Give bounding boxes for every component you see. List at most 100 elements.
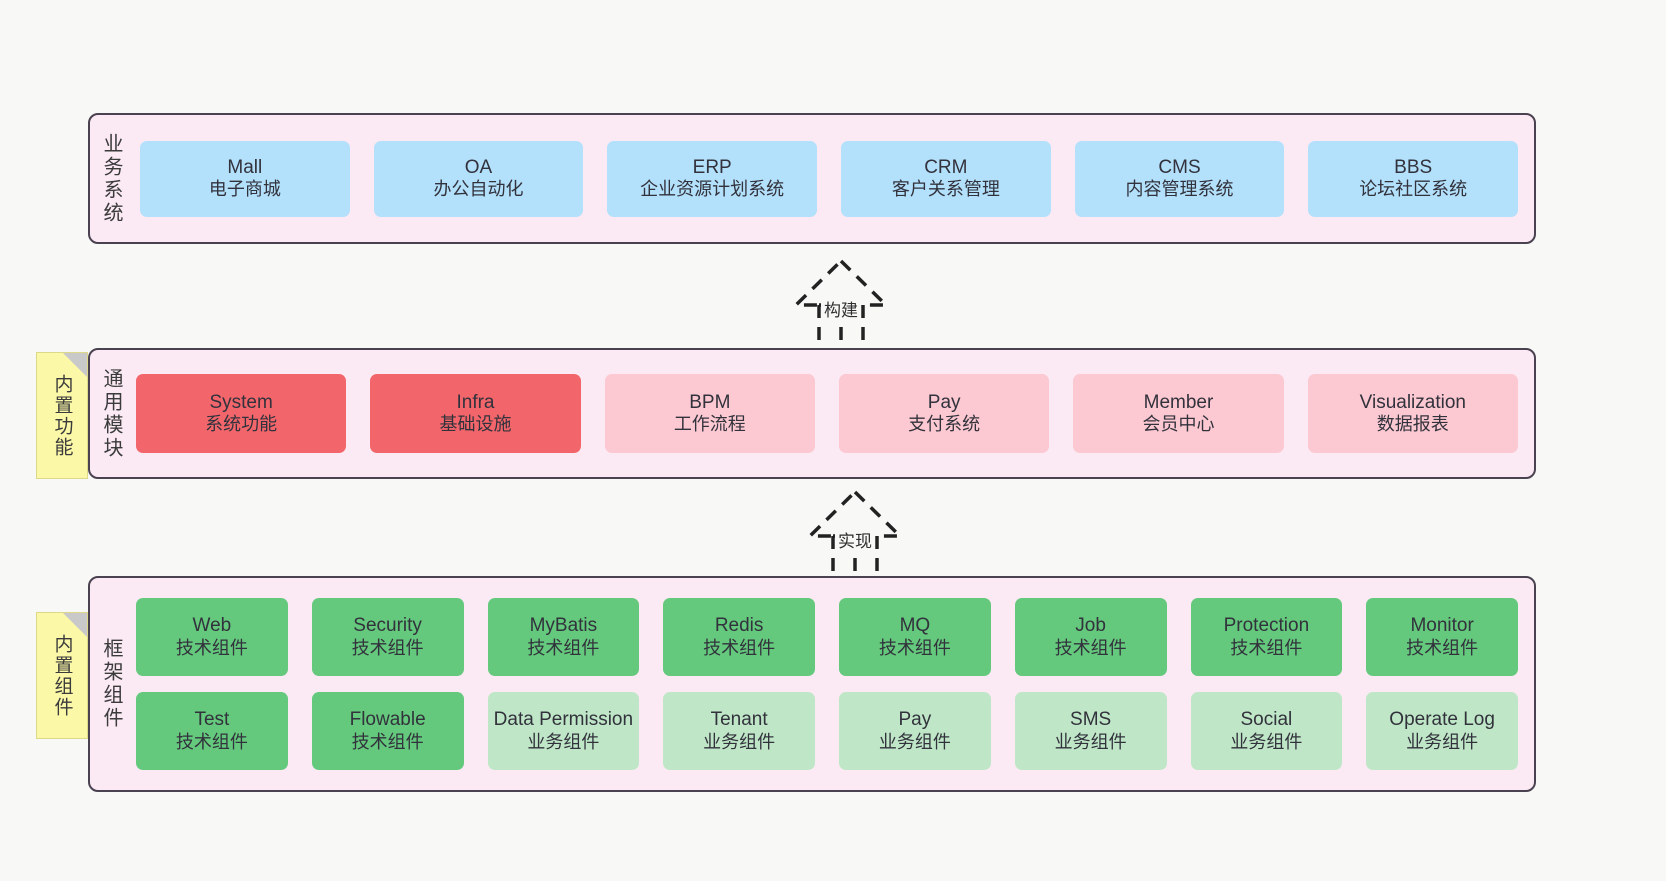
- sticky-note-builtin-features[interactable]: 内置功能: [36, 352, 88, 479]
- node-subtitle: 技术组件: [1230, 637, 1303, 658]
- node-subtitle: 技术组件: [1406, 637, 1479, 658]
- layer-framework-components[interactable]: 框架组件 Web 技术组件 Security 技术组件 MyBatis 技术组件…: [88, 576, 1536, 792]
- node-subtitle: 业务组件: [1406, 731, 1479, 752]
- node-subtitle: 业务组件: [878, 731, 951, 752]
- node-subtitle: 技术组件: [351, 637, 424, 658]
- node-title: Redis: [714, 615, 764, 637]
- node-erp[interactable]: ERP 企业资源计划系统: [607, 140, 818, 217]
- node-title: Infra: [456, 391, 495, 413]
- node-subtitle: 技术组件: [878, 637, 951, 658]
- node-tenant[interactable]: Tenant 业务组件: [663, 692, 815, 770]
- node-title: Data Permission: [493, 709, 634, 731]
- node-subtitle: 业务组件: [527, 731, 600, 752]
- node-subtitle: 业务组件: [1054, 731, 1127, 752]
- node-security[interactable]: Security 技术组件: [311, 598, 464, 676]
- node-flowable[interactable]: Flowable 技术组件: [311, 692, 464, 770]
- node-title: Monitor: [1410, 615, 1474, 637]
- node-mybatis[interactable]: MyBatis 技术组件: [487, 598, 640, 676]
- layer-title-framework: 框架组件: [100, 638, 122, 730]
- node-title: Member: [1143, 391, 1214, 413]
- node-subtitle: 系统功能: [205, 414, 278, 435]
- connector-label-realize: 实现: [835, 526, 875, 553]
- node-title: Social: [1240, 709, 1293, 731]
- node-subtitle: 技术组件: [1054, 637, 1127, 658]
- layer-body-modules: System 系统功能 Infra 基础设施 BPM 工作流程 Pay 支付系统…: [132, 350, 1534, 477]
- node-subtitle: 工作流程: [673, 414, 746, 435]
- node-test[interactable]: Test 技术组件: [136, 692, 288, 770]
- node-visualization[interactable]: Visualization 数据报表: [1307, 374, 1518, 453]
- node-monitor[interactable]: Monitor 技术组件: [1366, 598, 1518, 676]
- node-title: Pay: [927, 391, 961, 413]
- node-crm[interactable]: CRM 客户关系管理: [841, 140, 1051, 217]
- node-subtitle: 会员中心: [1142, 414, 1215, 435]
- node-title: MQ: [899, 615, 931, 637]
- node-data-permission[interactable]: Data Permission 业务组件: [487, 692, 640, 770]
- hollow-triangle-arrowhead: [791, 258, 891, 307]
- node-title: Web: [192, 615, 232, 637]
- layer-title-business: 业务系统: [100, 132, 122, 225]
- node-subtitle: 基础设施: [439, 414, 512, 435]
- node-subtitle: 技术组件: [175, 637, 248, 658]
- node-social[interactable]: Social 业务组件: [1190, 692, 1343, 770]
- node-subtitle: 客户关系管理: [891, 179, 1000, 200]
- node-sms[interactable]: SMS 业务组件: [1014, 692, 1167, 770]
- node-subtitle: 论坛社区系统: [1359, 179, 1468, 200]
- node-subtitle: 技术组件: [351, 731, 424, 752]
- node-subtitle: 技术组件: [703, 637, 776, 658]
- layer-row: System 系统功能 Infra 基础设施 BPM 工作流程 Pay 支付系统…: [136, 374, 1518, 453]
- node-oa[interactable]: OA 办公自动化: [373, 140, 584, 217]
- node-title: BPM: [689, 391, 731, 413]
- node-bbs[interactable]: BBS 论坛社区系统: [1308, 140, 1519, 217]
- node-member[interactable]: Member 会员中心: [1073, 374, 1284, 453]
- connector-label-build: 构建: [821, 295, 861, 322]
- node-title: CMS: [1158, 156, 1201, 178]
- node-subtitle: 数据报表: [1376, 414, 1449, 435]
- node-title: Mall: [227, 156, 263, 178]
- node-system[interactable]: System 系统功能: [136, 374, 347, 453]
- node-title: Test: [194, 709, 230, 731]
- node-title: Operate Log: [1389, 709, 1495, 731]
- dashed-stem-sides: [817, 305, 865, 352]
- node-title: CRM: [924, 156, 968, 178]
- layer-business-systems[interactable]: 业务系统 Mall 电子商城 OA 办公自动化 ERP 企业资源计划系统 CRM…: [88, 113, 1536, 244]
- node-redis[interactable]: Redis 技术组件: [663, 598, 815, 676]
- layer-common-modules[interactable]: 通用模块 System 系统功能 Infra 基础设施 BPM 工作流程 Pay…: [88, 348, 1536, 479]
- node-mq[interactable]: MQ 技术组件: [839, 598, 991, 676]
- node-subtitle: 电子商城: [208, 179, 281, 200]
- connector-realize: 实现: [770, 488, 940, 588]
- layer-title-modules: 通用模块: [100, 367, 122, 460]
- node-protection[interactable]: Protection 技术组件: [1190, 598, 1343, 676]
- node-subtitle: 支付系统: [908, 414, 981, 435]
- node-title: BBS: [1394, 156, 1433, 178]
- node-title: Tenant: [710, 709, 768, 731]
- node-subtitle: 办公自动化: [433, 179, 524, 200]
- node-subtitle: 企业资源计划系统: [640, 179, 785, 200]
- hollow-triangle-arrowhead: [805, 489, 905, 538]
- node-title: Pay: [898, 709, 932, 731]
- node-pay-module[interactable]: Pay 支付系统: [838, 374, 1050, 453]
- node-subtitle: 技术组件: [175, 731, 248, 752]
- node-web[interactable]: Web 技术组件: [136, 598, 288, 676]
- node-bpm[interactable]: BPM 工作流程: [604, 374, 815, 453]
- layer-body-framework: Web 技术组件 Security 技术组件 MyBatis 技术组件 Redi…: [132, 578, 1534, 790]
- node-operate-log[interactable]: Operate Log 业务组件: [1366, 692, 1518, 770]
- node-cms[interactable]: CMS 内容管理系统: [1074, 140, 1285, 217]
- node-title: MyBatis: [529, 615, 598, 637]
- layer-row: Web 技术组件 Security 技术组件 MyBatis 技术组件 Redi…: [136, 598, 1518, 676]
- node-pay-component[interactable]: Pay 业务组件: [839, 692, 991, 770]
- sticky-note-builtin-components[interactable]: 内置组件: [36, 612, 88, 739]
- layer-row: Test 技术组件 Flowable 技术组件 Data Permission …: [136, 692, 1518, 770]
- node-title: System: [209, 391, 273, 413]
- layer-row: Mall 电子商城 OA 办公自动化 ERP 企业资源计划系统 CRM 客户关系…: [140, 140, 1519, 217]
- node-job[interactable]: Job 技术组件: [1014, 598, 1167, 676]
- node-subtitle: 业务组件: [703, 731, 776, 752]
- node-title: Visualization: [1359, 391, 1466, 413]
- node-subtitle: 内容管理系统: [1125, 179, 1234, 200]
- node-subtitle: 业务组件: [1230, 731, 1303, 752]
- node-mall[interactable]: Mall 电子商城: [140, 140, 350, 217]
- node-infra[interactable]: Infra 基础设施: [370, 374, 581, 453]
- dashed-stem-sides: [831, 536, 879, 583]
- node-title: ERP: [692, 156, 732, 178]
- node-title: Job: [1075, 615, 1106, 637]
